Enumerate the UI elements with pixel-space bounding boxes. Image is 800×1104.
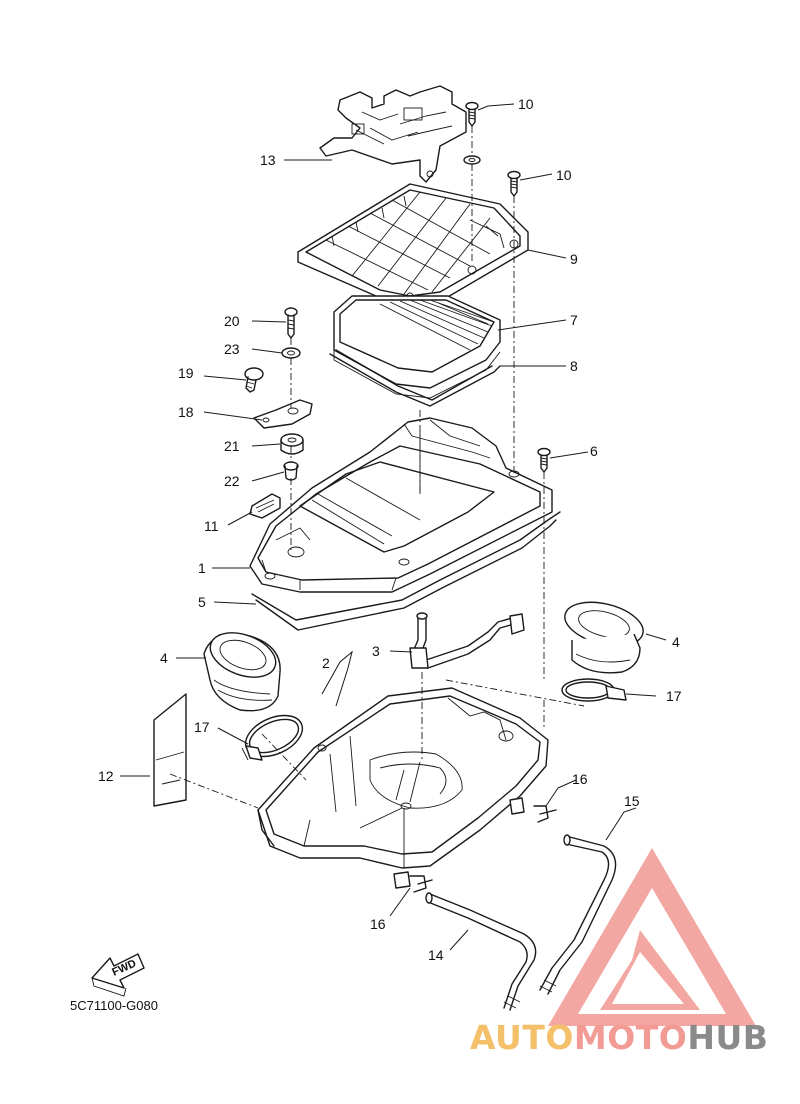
leader-lines xyxy=(120,103,667,951)
callout-18: 18 xyxy=(178,404,194,420)
filter-cover-part-9 xyxy=(297,183,529,305)
callout-23: 23 xyxy=(224,341,240,357)
callout-3: 3 xyxy=(372,643,380,659)
hose-clip-part-16-right xyxy=(533,805,557,823)
callout-7: 7 xyxy=(570,312,578,328)
callout-1: 1 xyxy=(198,560,206,576)
breather-pipe-part-3 xyxy=(409,612,525,669)
automotohub-watermark: AUTOMOTOHUB xyxy=(470,1018,800,1058)
callout-20: 20 xyxy=(224,313,240,329)
stay-part-18 xyxy=(253,399,313,429)
callout-2: 2 xyxy=(322,655,330,671)
watermark-hub: HUB xyxy=(687,1018,769,1057)
callout-13: 13 xyxy=(260,152,276,168)
joint-part-4-right xyxy=(564,601,644,674)
callout-15: 15 xyxy=(624,793,640,809)
screw-part-6 xyxy=(537,447,551,473)
callout-17-left: 17 xyxy=(194,719,210,735)
air-box-case-part-2 xyxy=(257,687,549,889)
callout-6: 6 xyxy=(590,443,598,459)
filter-seal-part-8 xyxy=(329,349,501,407)
screw-part-10-lower xyxy=(507,170,521,197)
callout-4-right: 4 xyxy=(672,634,680,650)
clamp-part-17-left xyxy=(241,714,304,761)
callout-12: 12 xyxy=(98,768,114,784)
bolt-part-19 xyxy=(244,367,264,393)
callout-14: 14 xyxy=(428,947,444,963)
callout-10-upper: 10 xyxy=(518,96,534,112)
grommet-part-21 xyxy=(280,433,304,455)
washer-part-23 xyxy=(281,347,301,359)
alignment-lines xyxy=(169,126,585,809)
label-part-11 xyxy=(249,493,281,519)
air-filter-element-part-7 xyxy=(333,295,501,399)
hose-clip-part-16-lower xyxy=(409,875,433,893)
forward-direction-arrow[interactable]: FWD xyxy=(91,953,145,997)
air-box-cap-part-1 xyxy=(249,417,553,593)
callout-labels: 1 2 3 4 4 5 6 7 8 9 10 10 11 12 13 14 15… xyxy=(98,96,682,963)
watermark-auto: AUTO xyxy=(470,1018,574,1057)
sheet-part-12 xyxy=(153,693,187,807)
drain-hose-part-15 xyxy=(539,834,617,995)
callout-8: 8 xyxy=(570,358,578,374)
callout-10-lower: 10 xyxy=(556,167,572,183)
screw-part-10-upper xyxy=(463,101,481,165)
callout-17-right: 17 xyxy=(666,688,682,704)
callout-5: 5 xyxy=(198,594,206,610)
collar-part-22 xyxy=(283,461,299,481)
callout-16-right: 16 xyxy=(572,771,588,787)
watermark-triangle-logo xyxy=(548,848,756,1026)
bracket-part-13 xyxy=(319,85,467,183)
clamp-part-17-right xyxy=(561,678,627,702)
callout-19: 19 xyxy=(178,365,194,381)
gasket-part-5 xyxy=(251,511,561,631)
callout-16-lower: 16 xyxy=(370,916,386,932)
callout-21: 21 xyxy=(224,438,240,454)
joint-part-4-left xyxy=(203,632,281,712)
callout-9: 9 xyxy=(570,251,578,267)
callout-22: 22 xyxy=(224,473,240,489)
callout-11: 11 xyxy=(204,518,219,534)
diagram-code: 5C71100-G080 xyxy=(70,998,158,1013)
watermark-moto: MOTO xyxy=(573,1018,688,1057)
drain-hose-part-14 xyxy=(425,892,537,1011)
bolt-part-20 xyxy=(284,307,298,339)
callout-4-left: 4 xyxy=(160,650,168,666)
